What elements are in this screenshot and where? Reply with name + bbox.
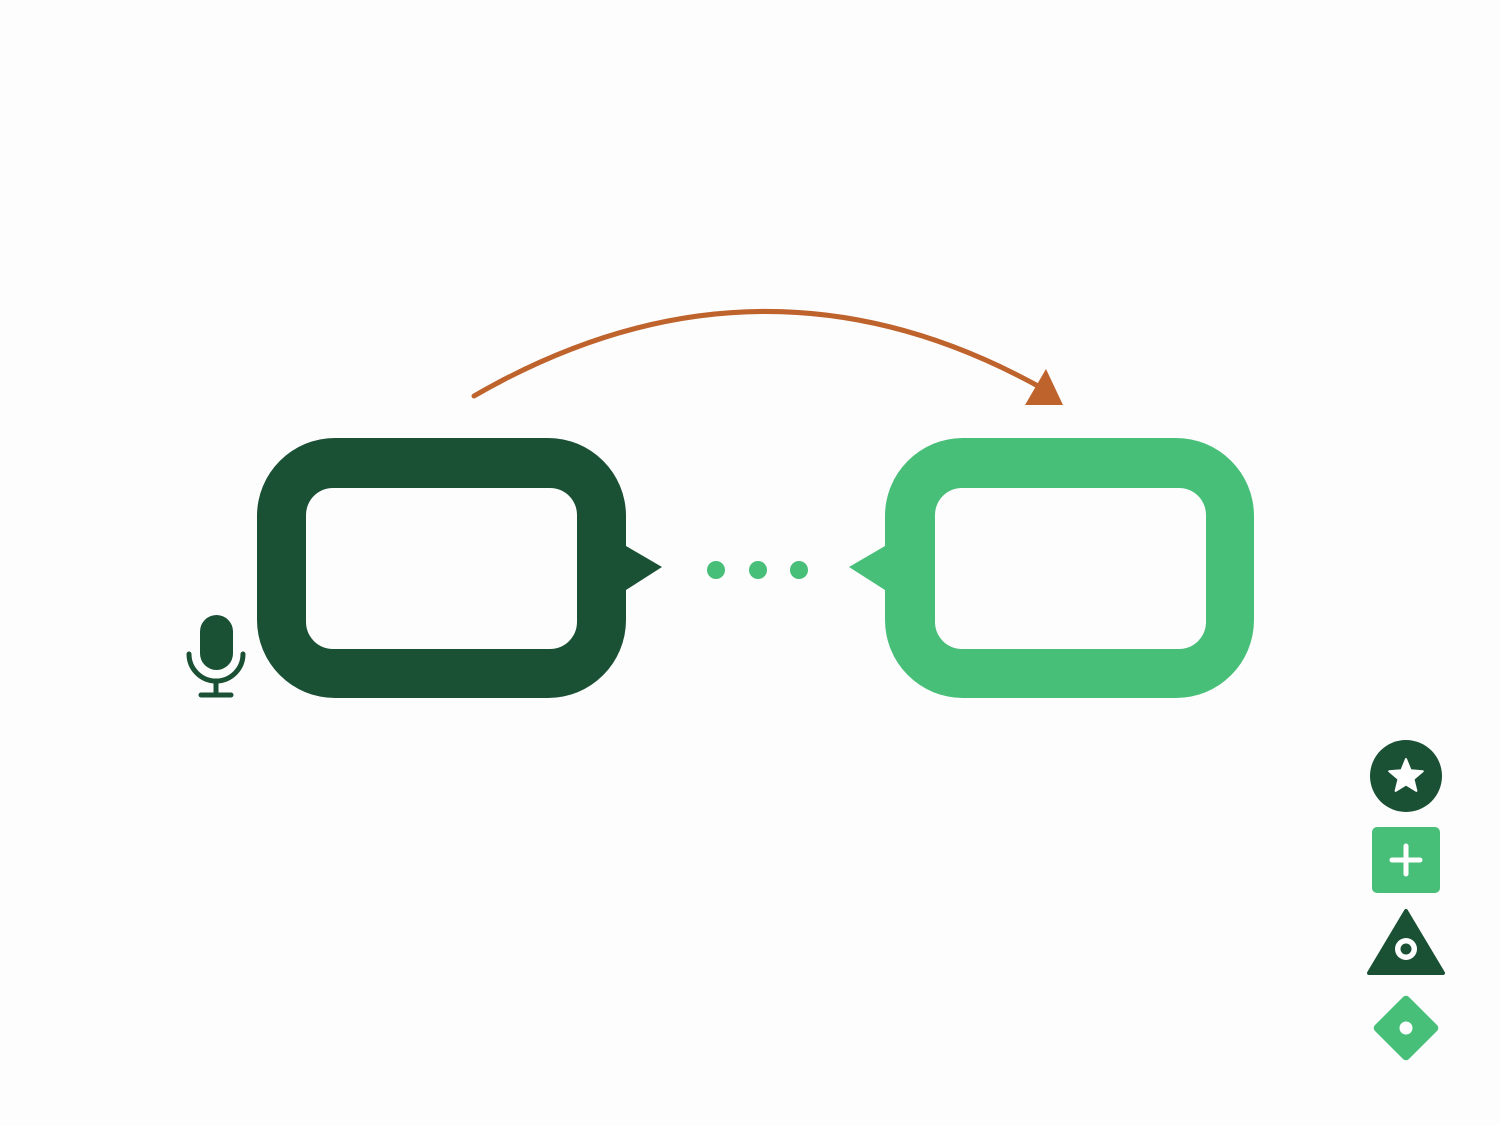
typing-dot (790, 561, 808, 579)
curved-arrow-connector (471, 308, 1063, 405)
star-button[interactable] (1366, 738, 1446, 818)
dot-diamond-icon (1373, 995, 1439, 1061)
typing-indicator (707, 561, 808, 579)
point-button[interactable] (1366, 988, 1446, 1068)
microphone-icon (186, 615, 246, 698)
add-button[interactable] (1366, 824, 1446, 904)
plus-square-icon (1372, 827, 1440, 893)
left-bubble-frame (257, 438, 662, 698)
shape-toolbar (1366, 738, 1446, 1073)
arrow-head (1025, 369, 1063, 405)
left-speech-bubble (257, 438, 662, 698)
typing-dot (707, 561, 725, 579)
arrow-curve (471, 308, 1041, 399)
star-circle-icon (1370, 740, 1442, 812)
right-speech-bubble (849, 438, 1254, 698)
view-button[interactable] (1366, 906, 1446, 986)
eye-triangle-icon (1367, 909, 1445, 975)
right-bubble-frame (849, 438, 1254, 698)
typing-dot (749, 561, 767, 579)
